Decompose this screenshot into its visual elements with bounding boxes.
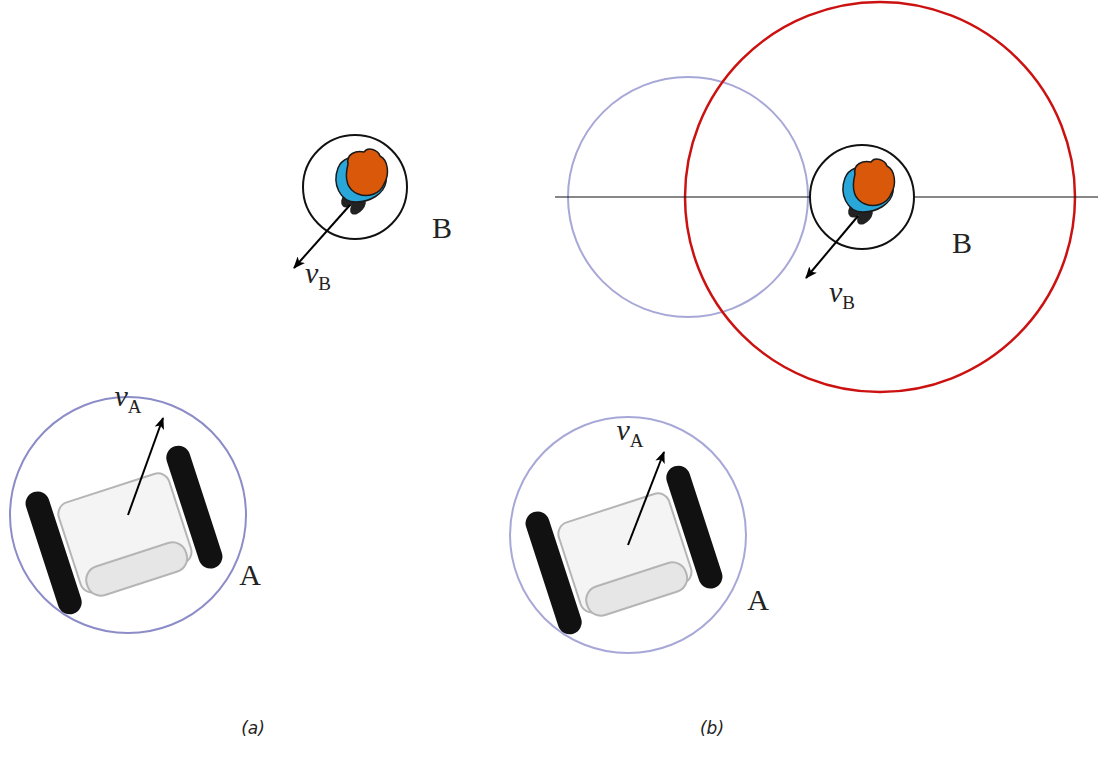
panel-caption: (a)	[241, 720, 265, 737]
human-icon	[336, 149, 387, 217]
human-disc	[810, 145, 914, 249]
velocity-label: vB	[305, 258, 331, 288]
human-disc	[303, 135, 407, 239]
object-name: B	[432, 213, 452, 243]
velocity-arrow	[294, 205, 350, 268]
velocity-arrow	[628, 452, 664, 545]
velocity-label: vA	[114, 381, 141, 411]
object-name: A	[747, 585, 769, 615]
velocity-label: vB	[829, 277, 855, 307]
panel-a	[10, 135, 407, 633]
velocity-arrow	[806, 216, 858, 278]
panel-caption: (b)	[700, 720, 724, 737]
panel-b	[510, 2, 1098, 653]
object-name: B	[952, 228, 972, 258]
robot-icon	[22, 443, 225, 618]
robot-icon	[522, 463, 725, 638]
object-name: A	[239, 560, 261, 590]
human-icon	[843, 159, 894, 227]
velocity-arrow	[128, 418, 163, 515]
velocity-label: vA	[616, 415, 643, 445]
robot-disc	[510, 417, 746, 653]
robot-disc	[10, 397, 246, 633]
